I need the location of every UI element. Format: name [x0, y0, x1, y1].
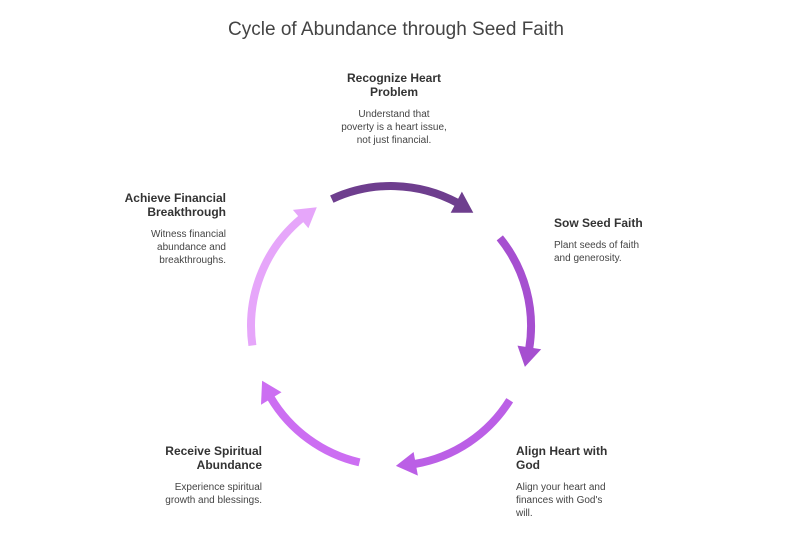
step-heading: Align Heart with God	[516, 444, 608, 472]
arrowhead-achieve-to-recognize	[292, 207, 317, 229]
arrow-recognize-to-sow	[330, 182, 460, 207]
step-description: Plant seeds of faith and generosity.	[554, 240, 640, 264]
arrow-achieve-to-recognize	[247, 215, 305, 347]
step-heading: Sow Seed Faith	[554, 216, 643, 230]
step-description: Align your heart and finances with God's…	[516, 482, 606, 519]
step-sow-seed-faith: Sow Seed Faith Plant seeds of faith and …	[554, 216, 644, 265]
step-description: Experience spiritual growth and blessing…	[165, 482, 262, 506]
arrowhead-align-to-receive	[395, 452, 418, 476]
arrow-align-to-receive	[413, 398, 514, 468]
step-heading: Recognize Heart Problem	[346, 71, 442, 99]
step-description: Understand that poverty is a heart issue…	[341, 109, 447, 146]
arrowhead-receive-to-achieve	[261, 380, 282, 405]
step-heading: Achieve Financial Breakthrough	[124, 191, 226, 219]
arrow-receive-to-achieve	[267, 395, 361, 467]
diagram-title: Cycle of Abundance through Seed Faith	[228, 19, 564, 40]
arrow-sow-to-align	[496, 235, 536, 350]
step-recognize-heart-problem: Recognize Heart Problem Understand that …	[334, 71, 454, 147]
arrowhead-recognize-to-sow	[450, 191, 474, 213]
step-receive-spiritual-abundance: Receive Spiritual Abundance Experience s…	[158, 444, 262, 507]
arrowhead-sow-to-align	[517, 345, 542, 367]
step-heading: Receive Spiritual Abundance	[165, 444, 262, 472]
step-align-heart-with-god: Align Heart with God Align your heart an…	[516, 444, 612, 520]
step-achieve-financial-breakthrough: Achieve Financial Breakthrough Witness f…	[122, 191, 226, 267]
step-description: Witness financial abundance and breakthr…	[150, 229, 226, 266]
